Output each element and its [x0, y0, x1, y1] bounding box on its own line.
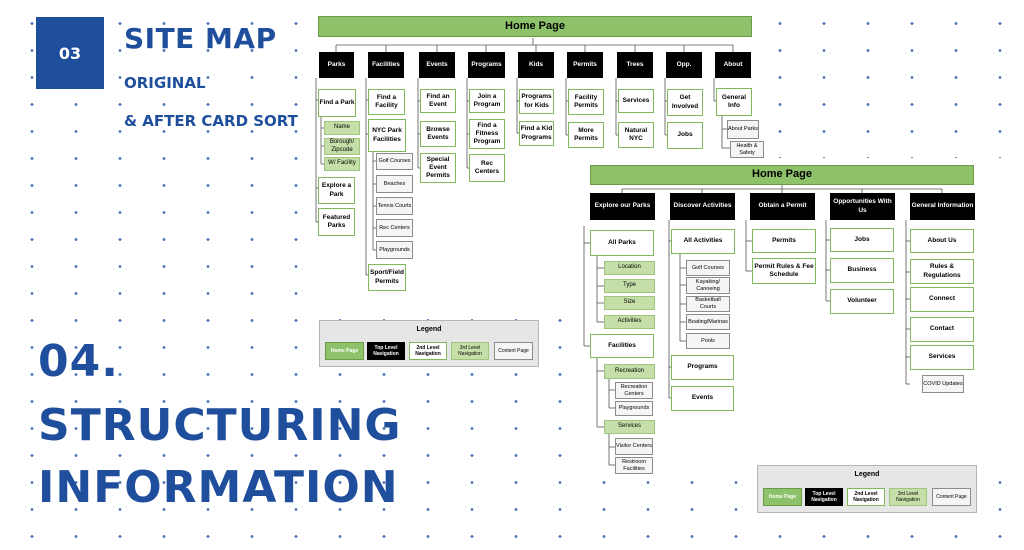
- section-title-line-1: STRUCTURING: [38, 400, 402, 451]
- orig-parks-facility: W/ Facility: [324, 157, 360, 171]
- orig-nyc-park-facilities: NYC Park Facilities: [368, 119, 406, 152]
- orig-general-info: General Info: [716, 88, 752, 116]
- orig-parks-borough: Borough/ Zipcode: [324, 138, 360, 155]
- section-title-line-2: INFORMATION: [38, 462, 399, 513]
- original-home-page: Home Page: [318, 16, 752, 37]
- orig-join-a-program: Join a Program: [469, 89, 505, 113]
- legend-content-page: Content Page: [494, 342, 533, 360]
- subtitle-after-card-sort: & AFTER CARD SORT: [124, 112, 298, 130]
- orig-beaches: Beaches: [376, 175, 413, 193]
- subtitle-original: ORIGINAL: [124, 74, 206, 92]
- legend-home-page: Home Page: [763, 488, 802, 506]
- new-services-general: Services: [910, 345, 974, 370]
- new-restroom-facilities: Restroom Facilities: [615, 457, 653, 474]
- orig-tree-services: Services: [618, 89, 654, 113]
- orig-find-fitness-program: Find a Fitness Program: [469, 119, 505, 149]
- new-basketball-courts: Basketball Courts: [686, 296, 730, 312]
- orig-tennis-courts: Tennis Courts: [376, 197, 413, 215]
- legend-top-level: Top Level Navigation: [805, 488, 843, 506]
- section-number: 04.: [38, 336, 119, 387]
- page-title: SITE MAP: [124, 22, 277, 55]
- new-permit-rules: Permit Rules & Fee Schedule: [752, 258, 816, 284]
- legend-home-page: Home Page: [325, 342, 364, 360]
- orig-nav-trees: Trees: [617, 52, 653, 78]
- orig-natural-nyc: Natural NYC: [618, 122, 654, 148]
- orig-rec-centers-program: Rec Centers: [469, 154, 505, 182]
- new-kayaking: Kayaking/ Canoeing: [686, 277, 730, 294]
- new-visitor-centers: Visitor Centers: [615, 438, 653, 455]
- legend-3rd-level: 3rd Level Navigation: [889, 488, 927, 506]
- orig-more-permits: More Permits: [568, 122, 604, 148]
- new-type: Type: [604, 279, 655, 293]
- orig-health-safety: Health & Safety: [730, 141, 764, 158]
- legend-content-page: Content Page: [932, 488, 971, 506]
- orig-browse-events: Browse Events: [420, 121, 456, 147]
- orig-programs-for-kids: Programs for Kids: [519, 89, 554, 114]
- new-location: Location: [604, 261, 655, 275]
- orig-playgrounds: Playgrounds: [376, 241, 413, 259]
- legend-top-level: Top Level Navigation: [367, 342, 405, 360]
- new-activities: Activities: [604, 315, 655, 329]
- legend-2nd-level: 2nd Level Navigation: [409, 342, 447, 360]
- orig-featured-parks: Featured Parks: [318, 208, 355, 236]
- orig-explore-a-park: Explore a Park: [318, 177, 355, 204]
- orig-parks-name: Name: [324, 121, 360, 135]
- new-all-parks: All Parks: [590, 230, 654, 256]
- new-recreation: Recreation: [604, 364, 655, 379]
- legend-title: Legend: [854, 471, 880, 478]
- new-home-page: Home Page: [590, 165, 974, 185]
- new-connect: Connect: [910, 287, 974, 312]
- orig-rec-centers: Rec Centers: [376, 219, 413, 237]
- orig-find-a-facility: Find a Facility: [368, 89, 405, 115]
- new-playgrounds: Playgrounds: [615, 401, 653, 416]
- orig-get-involved: Get Involved: [667, 89, 703, 116]
- new-rules-regulations: Rules & Regulations: [910, 259, 974, 284]
- orig-find-kid-programs: Find a Kid Programs: [519, 121, 554, 146]
- new-permits: Permits: [752, 229, 816, 253]
- new-nav-discover-activities: Discover Activities: [670, 193, 735, 220]
- new-nav-opportunities: Opportunities With Us: [830, 193, 895, 220]
- orig-sport-field-permits: Sport/Field Permits: [368, 264, 406, 291]
- new-size: Size: [604, 296, 655, 310]
- new-golf-courses: Golf Courses: [686, 260, 730, 276]
- orig-nav-programs: Programs: [468, 52, 505, 78]
- new-programs: Programs: [671, 355, 734, 380]
- new-jobs: Jobs: [830, 228, 894, 252]
- legend-title: Legend: [416, 326, 442, 333]
- orig-about-parks: About Parks: [727, 120, 759, 139]
- new-all-activities: All Activities: [671, 229, 735, 254]
- orig-nav-kids: Kids: [518, 52, 554, 78]
- orig-find-an-event: Find an Event: [420, 89, 456, 113]
- orig-find-a-park: Find a Park: [318, 89, 356, 117]
- orig-nav-permits: Permits: [567, 52, 603, 78]
- new-services: Services: [604, 420, 655, 434]
- orig-special-event-permits: Special Event Permits: [420, 153, 456, 183]
- new-recreation-centers: Recreation Centers: [615, 382, 653, 399]
- orig-nav-events: Events: [419, 52, 455, 78]
- new-nav-explore-parks: Explore our Parks: [590, 193, 655, 220]
- new-nav-obtain-permit: Obtain a Permit: [750, 193, 815, 220]
- new-contact: Contact: [910, 317, 974, 342]
- orig-nav-parks: Parks: [319, 52, 354, 78]
- new-pools: Pools: [686, 333, 730, 349]
- legend-2nd-level: 2nd Level Navigation: [847, 488, 885, 506]
- new-about-us: About Us: [910, 229, 974, 253]
- new-events: Events: [671, 386, 734, 411]
- new-volunteer: Volunteer: [830, 289, 894, 314]
- section-number-badge: 03: [36, 17, 104, 89]
- new-business: Business: [830, 258, 894, 283]
- new-facilities: Facilities: [590, 334, 654, 358]
- orig-facility-permits: Facility Permits: [568, 89, 604, 115]
- new-nav-general-info: General Information: [910, 193, 975, 220]
- orig-nav-opp: Opp.: [666, 52, 702, 78]
- new-boating-marinas: Boating/Marinas: [686, 314, 730, 330]
- legend-3rd-level: 3rd Level Navigation: [451, 342, 489, 360]
- orig-golf-courses: Golf Courses: [376, 153, 413, 170]
- new-covid-updates: COVID Updates: [922, 375, 964, 393]
- orig-nav-facilities: Facilities: [368, 52, 404, 78]
- orig-nav-about: About: [715, 52, 751, 78]
- orig-jobs: Jobs: [667, 122, 703, 149]
